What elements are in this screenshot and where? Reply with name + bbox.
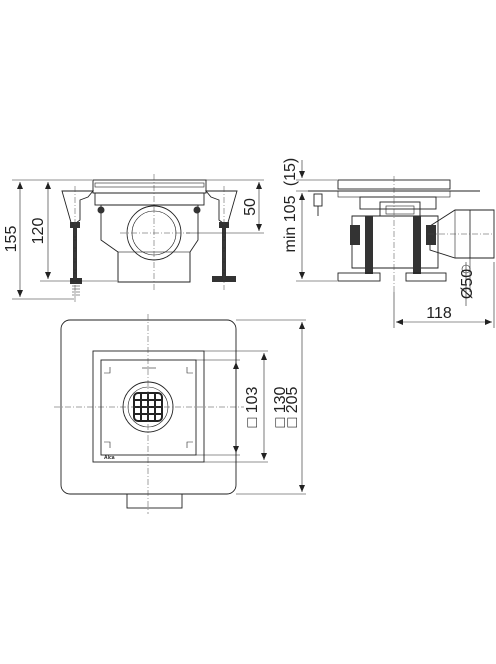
dim-dia-50: Ø50 xyxy=(459,269,476,299)
dim-flange-205: □ 205 xyxy=(284,387,301,428)
top-view: Alca □ 103 □ 130 □ 205 xyxy=(54,314,306,514)
dim-min-105: min 105 xyxy=(282,195,299,252)
dim-grate-103: □ 103 xyxy=(244,387,261,428)
dim-118: 118 xyxy=(426,305,452,322)
dim-50: 50 xyxy=(242,198,259,216)
left-foot-thread xyxy=(72,285,80,296)
front-view: 155 120 50 xyxy=(3,174,264,302)
dim-adjust-15: (15) xyxy=(282,158,299,186)
side-view: min 105 (15) Ø50 118 xyxy=(282,158,495,328)
dim-155: 155 xyxy=(3,226,20,253)
dim-120: 120 xyxy=(30,218,47,245)
brand-label: Alca xyxy=(104,455,115,461)
dim-frame-130: □ 130 xyxy=(272,387,289,428)
